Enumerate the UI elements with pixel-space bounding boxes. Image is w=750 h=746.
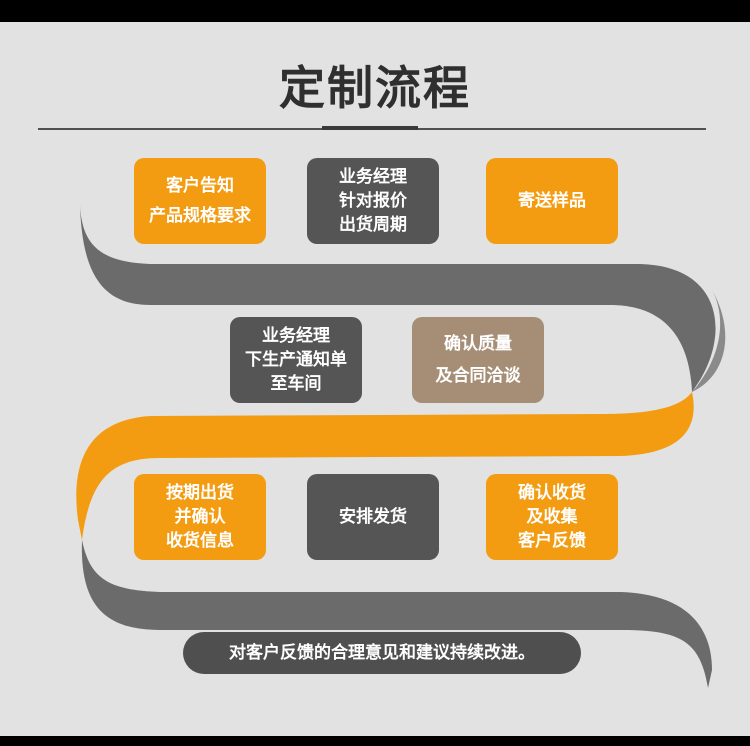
ribbon-band-gray-bottom: [81, 540, 712, 688]
step-production-order: 业务经理 下生产通知单 至车间: [230, 317, 362, 403]
page-title: 定制流程: [279, 61, 471, 115]
step-line: 出货周期: [339, 215, 407, 235]
step-line: 业务经理: [262, 326, 330, 346]
step-ship-confirm: 按期出货 并确认 收货信息: [134, 474, 266, 560]
step-manager-quote: 业务经理 针对报价 出货周期: [307, 158, 439, 244]
step-send-samples: 寄送样品: [486, 158, 618, 244]
step-line: 确认质量: [444, 334, 512, 354]
step-line: 针对报价: [339, 191, 407, 211]
step-line: 及合同洽谈: [435, 366, 521, 386]
step-line: 并确认: [174, 507, 226, 527]
step-line: 业务经理: [339, 167, 407, 187]
title-divider-accent: [322, 126, 418, 130]
step-line: 确认收货: [518, 483, 586, 503]
step-line: 产品规格要求: [149, 206, 251, 226]
ribbon-curl-right: [692, 290, 726, 392]
step-arrange-delivery: 安排发货: [307, 474, 439, 560]
step-quality-contract: 确认质量 及合同洽谈: [412, 317, 544, 403]
step-line: 客户告知: [166, 176, 234, 196]
step-line: 及收集: [526, 507, 578, 527]
ribbon-band-gray-top: [80, 205, 716, 392]
step-receipt-feedback: 确认收货 及收集 客户反馈: [486, 474, 618, 560]
ribbon-band-orange-middle: [76, 392, 694, 540]
step-line: 收货信息: [166, 531, 234, 551]
step-line: 安排发货: [339, 507, 407, 527]
step-line: 客户反馈: [518, 531, 586, 551]
step-customer-requirements: 客户告知 产品规格要求: [134, 158, 266, 244]
step-line: 至车间: [270, 374, 322, 394]
step-line: 按期出货: [166, 483, 234, 503]
step-line: 下生产通知单: [245, 350, 347, 370]
step-line: 寄送样品: [518, 191, 586, 211]
footer-note: 对客户反馈的合理意见和建议持续改进。: [183, 632, 581, 674]
